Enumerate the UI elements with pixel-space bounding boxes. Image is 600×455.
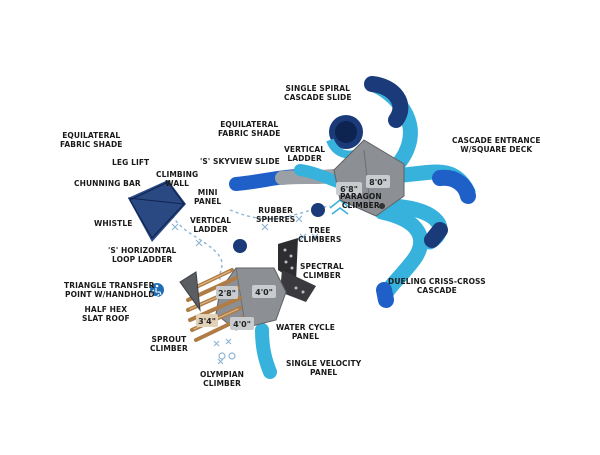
- label-line: CLIMBER: [341, 201, 380, 210]
- label-line: W/SQUARE DECK: [460, 145, 533, 154]
- deck-height-d4: 4'0": [255, 288, 273, 297]
- tree-climbers: [299, 233, 319, 241]
- left-deck-heights: 2'8" 4'0" 3'4" 4'0": [196, 285, 276, 330]
- label-line: CLIMBER: [150, 344, 188, 353]
- deck-height-badge: [366, 175, 390, 188]
- deck-height-d2: 8'0": [369, 178, 387, 187]
- label-line: FABRIC SHADE: [218, 129, 281, 138]
- s-skyview-slide: [229, 164, 350, 191]
- label-line: DUELING CRISS-CROSS: [388, 277, 486, 286]
- olympian-climber: [213, 338, 236, 365]
- label-line: SPHERES: [256, 215, 296, 224]
- deck-height-d5: 3'4": [198, 317, 216, 326]
- label-line: 'S' HORIZONTAL: [108, 246, 177, 255]
- label-line: WALL: [165, 179, 189, 188]
- label-line: OLYMPIAN: [200, 370, 245, 379]
- label-line: CLIMBER: [302, 271, 341, 280]
- label-line: SPECTRAL: [300, 262, 344, 271]
- label-line: PANEL: [194, 197, 222, 206]
- cascade-entrance-square-deck: 6'8" 8'0": [333, 139, 405, 217]
- label-line: VERTICAL: [284, 145, 326, 154]
- accessibility-icon: [150, 283, 164, 298]
- label-line: CASCADE SLIDE: [284, 93, 352, 102]
- label-line: PARAGON: [340, 192, 382, 201]
- label-line: SLAT ROOF: [82, 314, 130, 323]
- label-line: VERTICAL: [190, 216, 232, 225]
- label-whistle: WHISTLE: [94, 219, 133, 228]
- triangle-transfer-point: [179, 271, 201, 312]
- label-line: CLIMBING: [156, 170, 199, 179]
- label-line: POINT W/HANDHOLD: [65, 290, 155, 299]
- deck-height-d3: 2'8": [218, 289, 236, 298]
- label-line: CASCADE: [416, 286, 457, 295]
- label-line: HALF HEX: [84, 305, 128, 314]
- label-line: PANEL: [291, 332, 320, 341]
- label-line: PANEL: [310, 368, 338, 377]
- equilateral-fabric-shade-left: [127, 180, 186, 242]
- rope-connector-marks: [171, 215, 303, 247]
- single-spiral-cascade-slide: [326, 115, 365, 159]
- label-line: CASCADE ENTRANCE: [452, 136, 541, 145]
- single-velocity-slide: [255, 323, 277, 379]
- label-line: CLIMBERS: [298, 235, 342, 244]
- deck-height-badge: [336, 182, 362, 195]
- label-leg-lift: LEG LIFT: [112, 158, 150, 167]
- deck-height-d6: 4'0": [233, 320, 251, 329]
- rubber-spheres: [233, 203, 325, 253]
- label-line: SPROUT: [151, 335, 187, 344]
- dueling-criss-cross-cascade: [374, 198, 448, 308]
- label-line: FABRIC SHADE: [60, 140, 123, 149]
- label-line: CLIMBER: [203, 379, 241, 388]
- label-line: MINI: [197, 188, 218, 197]
- label-line: LADDER: [193, 225, 228, 234]
- label-line: RUBBER: [258, 206, 294, 215]
- label-line: SINGLE SPIRAL: [285, 84, 351, 93]
- deck-height-d1: 6'8": [340, 185, 358, 194]
- label-line: LOOP LADDER: [112, 255, 173, 264]
- label-chunning-bar: CHUNNING BAR: [74, 179, 141, 188]
- label-s-skyview-slide: 'S' SKYVIEW SLIDE: [200, 157, 280, 166]
- spectral-climber: [278, 238, 316, 302]
- label-line: EQUILATERAL: [220, 120, 279, 129]
- label-line: WATER CYCLE: [276, 323, 335, 332]
- label-line: LADDER: [287, 154, 322, 163]
- label-line: TREE: [308, 226, 331, 235]
- label-line: EQUILATERAL: [62, 131, 121, 140]
- label-line: SINGLE VELOCITY: [286, 359, 362, 368]
- label-line: TRIANGLE TRANSFER: [64, 281, 155, 290]
